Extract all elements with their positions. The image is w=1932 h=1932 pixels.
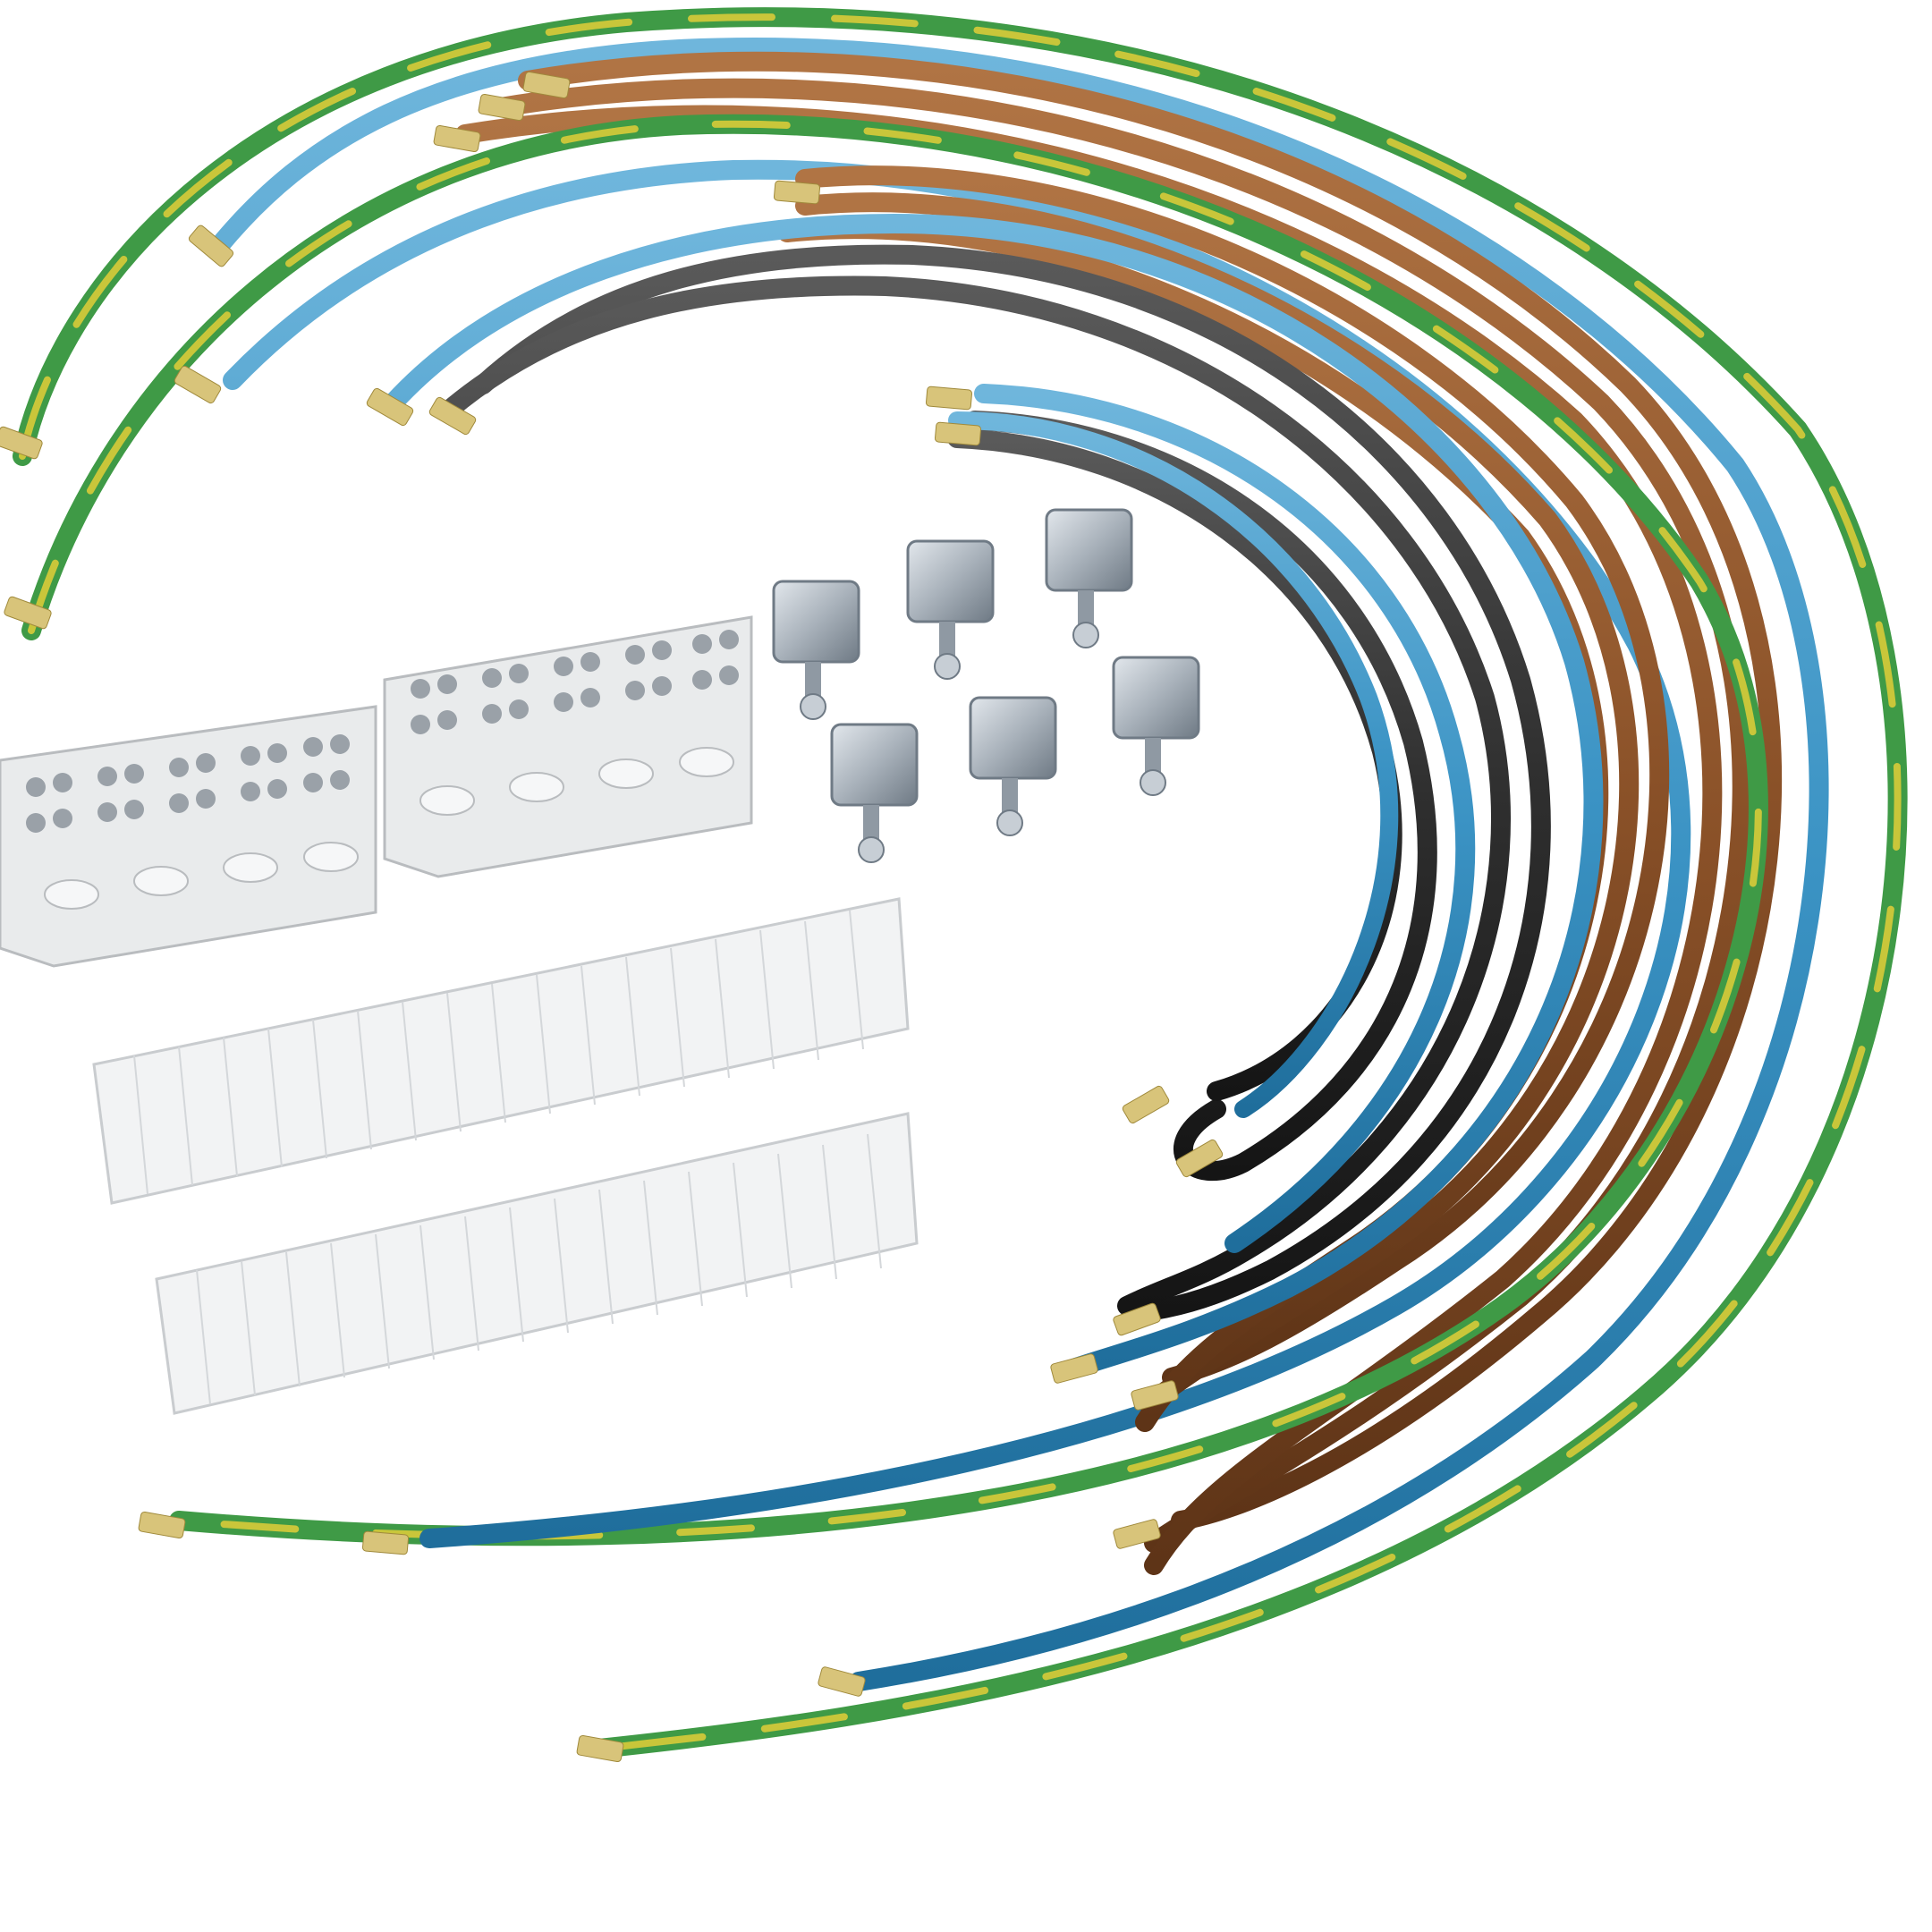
wire-black-middle: [437, 244, 1551, 1320]
wire-ferrules: [0, 71, 1224, 1763]
wire-blue-outer: [209, 38, 1829, 1691]
wire-brown-middle: [777, 165, 1670, 1432]
clamp-2: [906, 539, 995, 680]
clamp-6: [1112, 656, 1200, 796]
mounting-clamps: [772, 508, 1200, 863]
wire-blue-middle: [384, 213, 1604, 1378]
clamp-4: [830, 723, 919, 863]
clamp-5: [969, 696, 1057, 836]
clamp-3: [1045, 508, 1133, 648]
clamp-1: [772, 580, 860, 720]
wire-group: [0, 7, 1908, 1763]
terminal-block-right: [383, 615, 753, 878]
terminal-block-left: [0, 705, 377, 968]
wire-green-yellow-inner: [21, 114, 1768, 1546]
busbar-cover-bottom: [155, 1112, 919, 1415]
wire-green-yellow-outer: [13, 7, 1908, 1758]
busbar-cover-top: [92, 897, 910, 1205]
wire-inner-set: [947, 384, 1476, 1253]
